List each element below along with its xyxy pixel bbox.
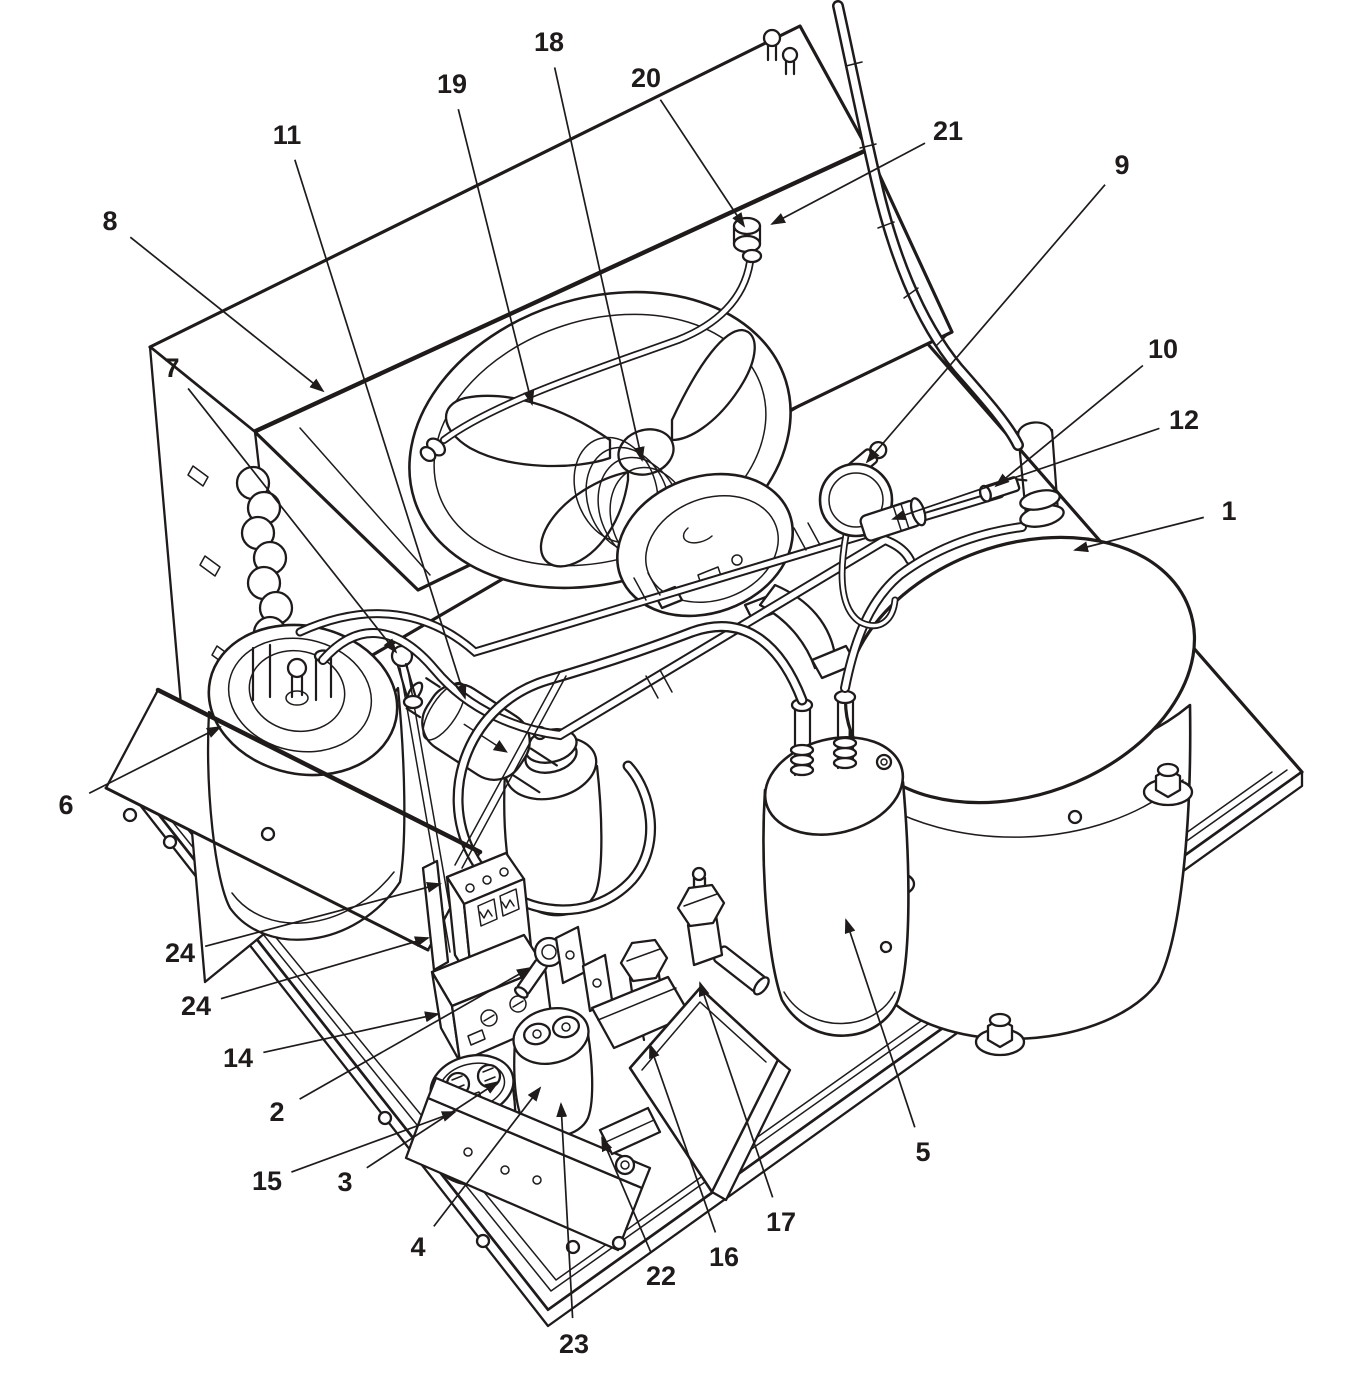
callout-5: 5 xyxy=(844,918,931,1167)
discharge-line xyxy=(832,0,1024,451)
leader-line xyxy=(770,142,926,225)
callout-number: 7 xyxy=(164,353,179,383)
callout-24-2: 24 xyxy=(181,936,430,1021)
callout-number: 10 xyxy=(1148,334,1178,364)
callout-24: 24 xyxy=(165,882,442,968)
leader-line xyxy=(291,1111,457,1173)
callout-3: 3 xyxy=(337,1080,500,1197)
callout-number: 20 xyxy=(631,63,661,93)
callout-number: 5 xyxy=(915,1137,930,1167)
callout-number: 17 xyxy=(766,1207,796,1237)
suction-line xyxy=(452,421,1065,916)
leader-line xyxy=(553,67,645,462)
callout-19: 19 xyxy=(437,69,535,406)
leader-line xyxy=(294,159,467,700)
sensor-bulb-tube xyxy=(419,258,754,463)
callout-10: 10 xyxy=(994,334,1178,488)
callout-number: 1 xyxy=(1221,496,1236,526)
accumulator xyxy=(762,689,910,1037)
callout-20: 20 xyxy=(631,63,746,228)
callout-number: 23 xyxy=(559,1329,589,1359)
callout-number: 24 xyxy=(181,991,211,1021)
leader-line xyxy=(601,1136,652,1253)
leader-line xyxy=(220,936,430,1000)
leader-line xyxy=(88,726,222,795)
callout-number: 3 xyxy=(337,1167,352,1197)
callout-11: 11 xyxy=(273,120,467,700)
leader-line xyxy=(433,1086,542,1227)
callout-number: 22 xyxy=(646,1261,676,1291)
callout-14: 14 xyxy=(223,1011,440,1073)
callout-23: 23 xyxy=(556,1102,589,1359)
callout-18: 18 xyxy=(534,27,645,462)
callout-7: 7 xyxy=(164,353,398,654)
leader-line xyxy=(129,236,325,393)
leader-line xyxy=(366,1080,500,1169)
leader-line xyxy=(187,387,398,654)
callout-22: 22 xyxy=(601,1136,676,1291)
callout-2: 2 xyxy=(269,967,532,1127)
receiver-bracket-edges xyxy=(104,687,483,952)
callout-8: 8 xyxy=(102,206,325,393)
callout-number: 2 xyxy=(269,1097,284,1127)
capacitor-right xyxy=(512,1007,594,1138)
callout-number: 4 xyxy=(410,1232,425,1262)
leader-line xyxy=(1073,516,1205,553)
callout-number: 14 xyxy=(223,1043,253,1073)
callout-number: 11 xyxy=(273,120,302,150)
callout-1: 1 xyxy=(1073,496,1237,553)
callout-number: 6 xyxy=(58,790,73,820)
liquid-line xyxy=(295,489,1005,741)
fan-blade xyxy=(444,328,756,568)
leader-line xyxy=(891,427,1160,521)
compressor-foot-bolt xyxy=(974,1012,1026,1057)
leader-line xyxy=(649,1043,717,1233)
leader-line xyxy=(457,109,535,406)
callout-number: 8 xyxy=(102,206,117,236)
leader-line xyxy=(865,184,1106,464)
callout-17: 17 xyxy=(698,981,796,1237)
callout-number: 16 xyxy=(709,1242,739,1272)
electrical-box xyxy=(628,986,792,1202)
callout-15: 15 xyxy=(252,1111,457,1196)
valve-mounting-tabs xyxy=(554,925,614,1013)
apex-fittings xyxy=(762,28,799,76)
leader-line xyxy=(299,967,532,1100)
callout-number: 19 xyxy=(437,69,467,99)
callout-number: 12 xyxy=(1169,405,1199,435)
callout-number: 9 xyxy=(1114,150,1129,180)
callout-number: 18 xyxy=(534,27,564,57)
callout-4: 4 xyxy=(410,1086,542,1262)
compressor-foot-bolt xyxy=(1142,762,1194,807)
service-valve-right xyxy=(676,866,770,996)
leader-line xyxy=(263,1011,440,1054)
callout-number: 24 xyxy=(165,938,195,968)
callout-6: 6 xyxy=(58,726,222,820)
callout-number: 15 xyxy=(252,1166,282,1196)
leader-line xyxy=(844,918,916,1128)
leader-line xyxy=(556,1102,574,1319)
leader-line xyxy=(204,882,442,948)
fan-motor xyxy=(573,436,858,680)
plate-screws xyxy=(122,807,1083,1255)
callout-number: 21 xyxy=(933,116,963,146)
callout-12: 12 xyxy=(891,405,1199,521)
callout-9: 9 xyxy=(865,150,1130,464)
leader-line xyxy=(994,364,1144,488)
callout-21: 21 xyxy=(770,116,963,225)
leader-line xyxy=(698,981,774,1198)
leader-line xyxy=(659,99,746,228)
callout-16: 16 xyxy=(649,1043,739,1272)
